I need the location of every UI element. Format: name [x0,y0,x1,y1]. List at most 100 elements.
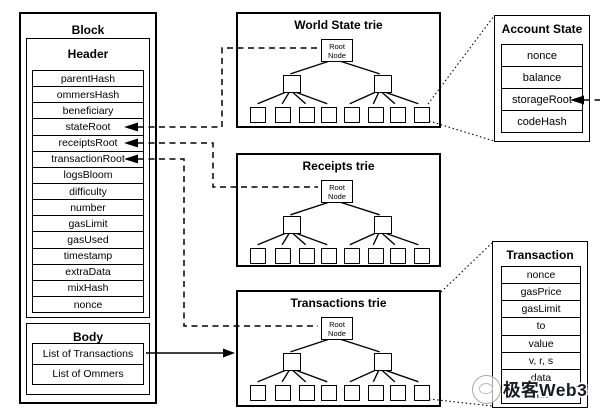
field-label: mixHash [67,282,109,295]
account-field-codehash: codeHash [502,110,582,132]
trie-title: Transactions trie [290,296,387,310]
leaf-node [390,385,406,401]
field-label: beneficiary [62,104,114,117]
field-label: gasUsed [67,233,109,246]
field-label: difficulty [69,185,107,198]
watermark-text: 极客Web3 [503,380,588,400]
body-title: Body [73,330,103,344]
transaction-title: Transaction [506,248,574,262]
tx-field-gaslimit: gasLimit [502,300,580,318]
arrow-right-icon [223,348,235,358]
field-label: ommersHash [56,88,120,101]
watermark-logo-icon [472,375,501,404]
leaf-node [321,107,337,123]
account-state-field-list: nonce balance storageRoot codeHash [501,44,583,133]
branch-node [374,216,392,234]
field-label: number [70,201,106,214]
leaf-node [321,248,337,264]
header-field-timestamp: timestamp [33,247,143,264]
account-field-nonce: nonce [502,45,582,66]
leaf-node [344,107,360,123]
list-of-ommers: List of Ommers [33,363,143,384]
leaf-node [344,248,360,264]
field-label: gasLimit [521,303,561,316]
field-label: storageRoot [512,93,572,106]
leaf-node [390,107,406,123]
field-label: nonce [73,298,103,311]
leaf-node [368,385,384,401]
leaf-node [390,248,406,264]
tx-field-gasprice: gasPrice [502,283,580,301]
header-field-difficulty: difficulty [33,182,143,200]
leaf-node [414,385,430,401]
leaf-node [299,248,315,264]
leaf-node [414,107,430,123]
body-item-list: List of Transactions List of Ommers [32,343,144,385]
field-label: transactionRoot [51,153,125,166]
branch-node [283,353,301,371]
tx-field-nonce: nonce [502,267,580,284]
tx-field-data: data [502,368,580,386]
header-field-mixhash: mixHash [33,279,143,296]
leaf-node [414,248,430,264]
field-label: balance [522,71,562,84]
block-title: Block [71,23,105,37]
root-node: Root Node [321,180,353,203]
leaf-node [368,107,384,123]
field-label: gasLimit [68,217,108,230]
field-label: extraData [65,266,111,279]
header-field-gasused: gasUsed [33,231,143,248]
field-label: stateRoot [65,120,111,133]
branch-node [283,75,301,93]
leaf-node [250,107,266,123]
header-field-gaslimit: gasLimit [33,215,143,232]
field-label: logsBloom [63,169,113,182]
leaf-node [275,248,291,264]
root-node: Root Node [321,39,353,62]
account-state-title: Account State [501,22,583,36]
leaf-node [275,385,291,401]
header-field-list: parentHash ommersHash beneficiary stateR… [32,70,144,313]
item-label: List of Ommers [52,368,124,381]
field-label: v, r, s [528,354,554,367]
field-label: data [530,371,552,384]
header-field-nonce: nonce [33,295,143,313]
header-field-ommershash: ommersHash [33,86,143,103]
leaf-node [275,107,291,123]
tx-field-to: to [502,317,580,335]
item-label: List of Transactions [42,347,134,360]
field-label: codeHash [517,115,567,128]
expansion-line-transaction-top [440,242,493,293]
field-label: gasPrice [520,286,562,299]
leaf-node [250,385,266,401]
field-label: timestamp [63,250,113,263]
trie-title: Receipts trie [302,159,375,173]
leaf-node [299,385,315,401]
header-field-number: number [33,199,143,216]
header-title: Header [67,47,109,61]
trie-world-state: World State trie Root Node [236,12,441,128]
field-label: nonce [527,49,557,62]
header-field-beneficiary: beneficiary [33,102,143,119]
tx-field-init: init [502,385,580,403]
root-node: Root Node [321,317,353,340]
account-field-balance: balance [502,66,582,88]
leaf-node [344,385,360,401]
trie-transactions: Transactions trie Root Node [236,290,441,407]
branch-node [283,216,301,234]
header-field-stateroot: stateRoot [33,118,143,135]
trie-title: World State trie [294,18,383,32]
field-label: receiptsRoot [58,137,118,150]
field-label: to [536,320,546,333]
trie-receipts: Receipts trie Root Node [236,153,441,267]
header-field-parenthash: parentHash [33,71,143,87]
field-label: value [528,337,554,350]
field-label: init [534,388,548,401]
leaf-node [368,248,384,264]
branch-node [374,353,392,371]
watermark: 极客Web3 [472,375,587,404]
tx-field-value: value [502,334,580,352]
account-field-storageroot: storageRoot [502,88,582,110]
header-field-extradata: extraData [33,263,143,280]
